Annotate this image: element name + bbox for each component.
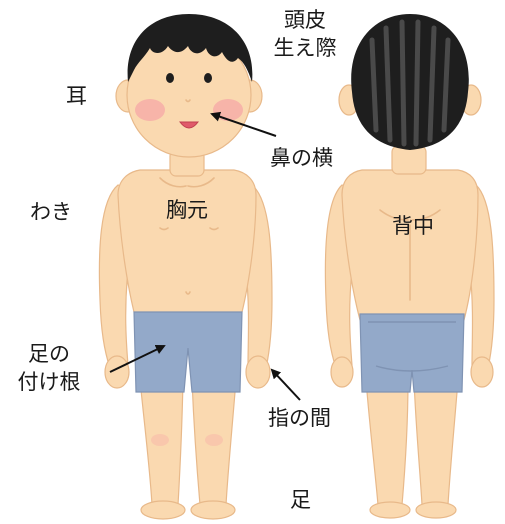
label-scalp: 頭皮 生え際: [262, 6, 348, 62]
label-scalp-line2: 生え際: [273, 36, 337, 60]
label-foot: 足: [290, 488, 311, 512]
front-hair: [127, 14, 253, 82]
label-scalp-line1: 頭皮: [284, 8, 326, 32]
label-chest: 胸元: [166, 198, 208, 222]
back-figure: [324, 14, 495, 519]
front-left-knee: [151, 434, 169, 446]
back-right-hand: [470, 356, 494, 388]
front-figure: [98, 14, 273, 520]
front-right-knee: [205, 434, 223, 446]
front-right-foot: [190, 500, 236, 520]
front-left-hand: [104, 355, 130, 389]
label-armpit: わき: [30, 200, 72, 224]
front-left-foot: [140, 500, 186, 520]
arrow-groin: [109, 344, 166, 373]
front-mouth: [178, 121, 200, 129]
label-groin: 足の 付け根: [6, 340, 92, 396]
label-groin-line2: 付け根: [17, 370, 81, 394]
front-left-eye: [166, 73, 174, 83]
front-shorts: [133, 311, 243, 393]
label-back: 背中: [392, 214, 434, 238]
arrow-between-fingers: [270, 368, 301, 401]
back-left-hand: [330, 356, 354, 388]
label-nose-side: 鼻の横: [270, 146, 333, 170]
back-hair: [351, 14, 469, 150]
back-left-leg: [365, 379, 409, 506]
label-ear: 耳: [66, 84, 87, 108]
back-right-leg: [413, 379, 459, 506]
front-right-hand: [245, 355, 271, 389]
front-left-cheek: [135, 99, 165, 121]
label-groin-line1: 足の: [28, 342, 70, 366]
front-right-eye: [204, 73, 212, 83]
back-left-foot: [369, 501, 411, 519]
label-between-fingers: 指の間: [268, 406, 331, 430]
front-right-cheek: [213, 99, 243, 121]
back-shorts: [359, 313, 465, 393]
back-right-foot: [415, 501, 457, 519]
arrow-nose-side: [210, 111, 277, 137]
back-neck: [391, 145, 427, 175]
front-torso: [117, 169, 257, 321]
